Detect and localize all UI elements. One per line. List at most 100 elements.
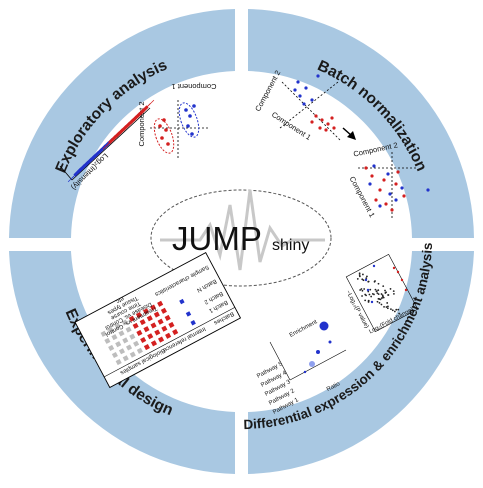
biological-sample-cell xyxy=(132,322,139,329)
biological-sample-cell xyxy=(153,311,160,318)
volcano-up-point xyxy=(400,278,404,282)
ring-sector-bottom-left xyxy=(9,251,235,474)
batch-before-blue-point xyxy=(302,102,306,106)
enrichment-point xyxy=(309,361,315,367)
batch-after-blue-point xyxy=(372,164,376,168)
center-title: JUMP xyxy=(172,220,262,257)
biological-sample-cell xyxy=(122,337,129,344)
volcano-point xyxy=(397,308,400,311)
batch-after-red-point xyxy=(382,178,386,182)
internal-reference-cell xyxy=(179,298,185,305)
pca-red-points xyxy=(158,118,170,146)
enrichment-point xyxy=(316,350,320,354)
biological-sample-cell xyxy=(108,344,115,351)
enrichment-point xyxy=(319,321,329,331)
volcano-point xyxy=(367,280,370,283)
biological-sample-cell xyxy=(129,333,136,340)
volcano-down-point xyxy=(372,264,376,268)
biological-sample-cell xyxy=(121,319,128,326)
batch-before-red-point xyxy=(332,126,336,130)
biological-sample-cell xyxy=(107,327,114,334)
volcano-point xyxy=(370,295,373,298)
design-sample-grid xyxy=(100,298,196,366)
batch-after-blue-point xyxy=(378,204,382,208)
batch-after-blue-point xyxy=(368,182,372,186)
biological-sample-cell xyxy=(143,326,150,333)
volcano-point xyxy=(361,289,364,292)
volcano-point xyxy=(361,295,363,297)
batch-after-red-point xyxy=(370,174,374,178)
biological-sample-cell xyxy=(150,322,157,329)
biological-sample-cell xyxy=(150,304,157,311)
biological-sample-cell xyxy=(154,329,161,336)
pca-red-point xyxy=(160,136,164,140)
biological-sample-cell xyxy=(125,326,132,333)
pca-plot: Component 1 Component 2 xyxy=(137,82,217,158)
volcano-point xyxy=(356,278,359,280)
volcano-down-point xyxy=(366,288,370,292)
volcano-point xyxy=(387,294,389,296)
volcano-point xyxy=(391,309,394,312)
volcano-point xyxy=(374,288,377,291)
pca-red-point xyxy=(166,142,170,146)
volcano-point xyxy=(381,294,384,297)
biological-sample-cell xyxy=(100,330,107,337)
batch-after-blue-point xyxy=(426,188,430,192)
batch-before-blue-point xyxy=(304,86,308,90)
batch-before-blue-point xyxy=(298,94,302,98)
ring-sector-bottom-right xyxy=(248,251,474,474)
biological-sample-cell xyxy=(157,300,164,307)
pca-blue-point xyxy=(190,132,194,136)
batch-after-red-point xyxy=(378,188,382,192)
volcano-point xyxy=(361,278,364,281)
volcano-point xyxy=(377,282,380,285)
volcano-point xyxy=(389,288,392,290)
volcano-point xyxy=(384,289,386,292)
biological-sample-cell xyxy=(160,307,167,314)
biological-sample-cell xyxy=(111,334,118,341)
biological-sample-cell xyxy=(161,325,168,332)
center-logo: JUMP shiny xyxy=(150,189,332,287)
biological-sample-cell xyxy=(104,337,111,344)
ring-sector-top-left xyxy=(9,9,235,238)
batch-before-blue-point xyxy=(316,74,320,78)
biological-sample-cell xyxy=(136,347,143,354)
volcano-point xyxy=(360,288,363,290)
biological-sample-cell xyxy=(147,333,154,340)
volcano-point xyxy=(378,301,381,304)
normalization-arrow-icon xyxy=(342,127,356,140)
biological-sample-cell xyxy=(146,315,153,322)
volcano-point xyxy=(398,312,400,315)
volcano-point xyxy=(377,293,380,296)
biological-sample-cell xyxy=(133,340,140,347)
biological-sample-cell xyxy=(165,332,172,339)
enrichment-point xyxy=(303,370,307,374)
volcano-point xyxy=(362,273,364,276)
batch-after-red-point xyxy=(394,182,398,186)
volcano-point xyxy=(363,288,366,290)
design-note-line: etc xyxy=(115,295,125,304)
volcano-point xyxy=(380,297,383,299)
batch-before-x-label: Component 1 xyxy=(270,110,313,142)
volcano-point xyxy=(376,292,379,295)
batch-after-red-point xyxy=(390,208,394,212)
biological-sample-cell xyxy=(135,312,143,319)
internal-reference-cell xyxy=(190,320,196,326)
enrichment-point xyxy=(328,340,332,344)
batch-before-blue-point xyxy=(293,88,297,92)
biological-sample-cell xyxy=(118,348,126,355)
volcano-point xyxy=(380,303,383,306)
batch-after-blue-point xyxy=(394,198,398,202)
pca-x-label: Component 1 xyxy=(171,82,216,91)
volcano-up-point xyxy=(392,266,396,270)
boxplot-series xyxy=(67,99,155,183)
biological-sample-cell xyxy=(125,344,133,351)
volcano-point xyxy=(393,292,395,295)
batch-after-red-point xyxy=(364,166,368,170)
volcano-point xyxy=(377,289,380,292)
pca-red-point xyxy=(158,124,162,128)
biological-sample-cell xyxy=(139,319,146,326)
biological-sample-cell xyxy=(129,351,136,358)
